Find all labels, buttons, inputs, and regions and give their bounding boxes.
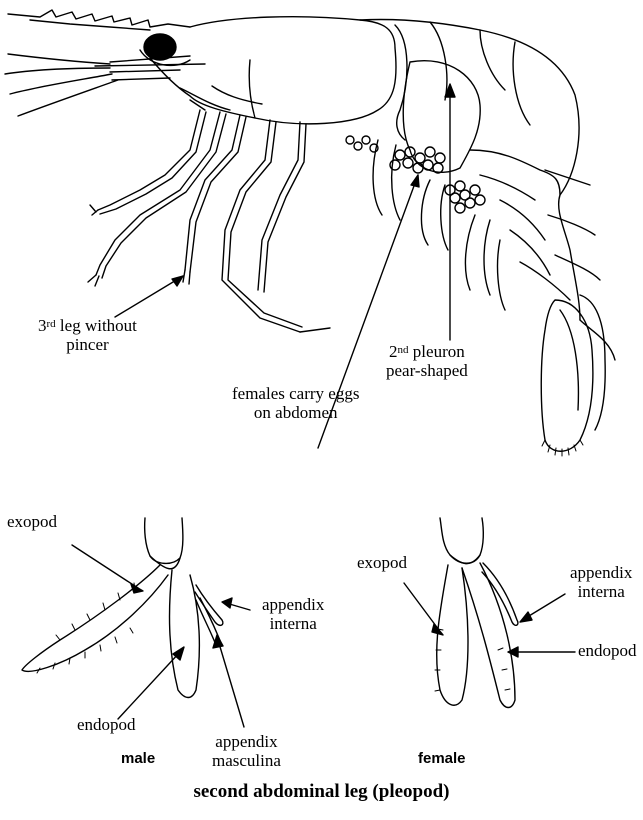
carapace	[150, 17, 396, 124]
label-female-appendix-interna: appendix interna	[570, 563, 632, 601]
leg-5	[258, 122, 300, 290]
female-exopod-pointer	[404, 583, 439, 630]
label-male: male	[121, 749, 155, 768]
label-male-appendix-interna-2: interna	[270, 614, 317, 633]
label-eggs: females carry eggs on abdomen	[232, 384, 359, 422]
rostrum	[8, 10, 190, 27]
label-second-pleuron: 2nd pleuron pear-shaped	[386, 342, 468, 380]
eggs	[346, 136, 485, 213]
male-appendix-masculina-pointer	[218, 640, 244, 727]
label-third-leg: 3rd leg without pincer	[38, 316, 137, 354]
leg-2	[96, 112, 220, 275]
label-female-exopod: exopod	[357, 553, 407, 572]
label-third-leg-pincer: pincer	[66, 335, 108, 354]
second-pleuron	[403, 61, 480, 173]
eggs-arrowhead	[411, 175, 419, 187]
leg-1	[98, 110, 200, 210]
label-male-appendix-masculina-1: appendix	[215, 732, 277, 751]
label-third-leg-num: 3	[38, 316, 47, 335]
label-male-exopod: exopod	[7, 512, 57, 531]
label-second-pleuron-text: pleuron	[409, 342, 465, 361]
label-male-appendix-masculina-2: masculina	[212, 751, 281, 770]
label-third-leg-text: leg without	[56, 316, 137, 335]
label-male-appendix-interna: appendix interna	[262, 595, 324, 633]
label-male-endopod: endopod	[77, 715, 136, 734]
female-pleopod	[435, 518, 518, 708]
label-male-appendix-interna-1: appendix	[262, 595, 324, 614]
label-second-pleuron-num: 2	[389, 342, 398, 361]
label-female-appendix-interna-2: interna	[578, 582, 625, 601]
label-pear-shaped: pear-shaped	[386, 361, 468, 380]
male-pleopod	[22, 518, 223, 698]
label-second-pleuron-sup: nd	[398, 344, 409, 356]
label-female: female	[418, 749, 466, 768]
label-female-appendix-interna-1: appendix	[570, 563, 632, 582]
label-third-leg-sup: rd	[47, 318, 56, 330]
male-endopod-pointer	[118, 652, 180, 719]
label-eggs-line2: on abdomen	[254, 403, 338, 422]
label-male-appendix-masculina: appendix masculina	[212, 732, 281, 770]
leg3-pointer	[115, 276, 183, 317]
label-female-endopod: endopod	[578, 641, 637, 660]
eye	[144, 34, 176, 60]
leg3-arrowhead	[172, 276, 183, 286]
figure-caption: second abdominal leg (pleopod)	[0, 781, 643, 803]
male-exopod-pointer	[72, 545, 138, 588]
label-eggs-line1: females carry eggs	[232, 384, 359, 403]
